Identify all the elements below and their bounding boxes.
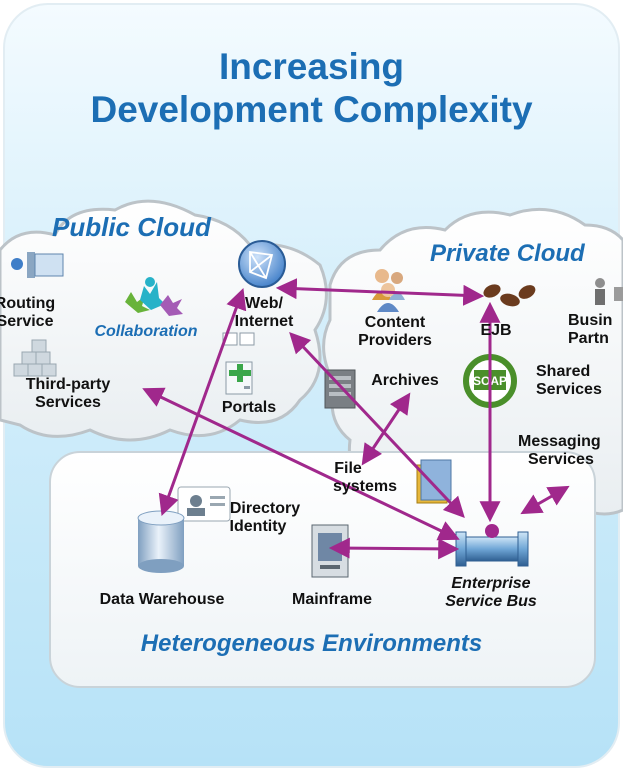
database-cylinder-icon bbox=[137, 510, 185, 573]
esb-line2: Service Bus bbox=[445, 593, 537, 610]
content-providers-line2: Providers bbox=[358, 332, 432, 349]
connector-thirdparty-esb bbox=[142, 387, 460, 541]
mainframe-label: Mainframe bbox=[291, 591, 373, 608]
esb-line1: Enterprise bbox=[451, 575, 531, 592]
messaging-services-line2: Services bbox=[528, 451, 594, 468]
shared-services-label: Shared Services bbox=[536, 363, 623, 399]
connector-web-ejb bbox=[275, 278, 485, 306]
third-party-services-label: Third-party Services bbox=[16, 376, 120, 412]
connector-esb-messaging bbox=[520, 485, 570, 515]
business-partners-line2: Partn bbox=[568, 330, 609, 347]
business-person-icon bbox=[595, 278, 623, 305]
connector-mainframe-esb bbox=[328, 537, 460, 560]
title-line-2: Development Complexity bbox=[90, 89, 533, 130]
business-partners-label: Busin Partn bbox=[568, 312, 623, 348]
title-line-1: Increasing bbox=[218, 46, 405, 87]
web-internet-line1: Web/ bbox=[245, 295, 283, 312]
business-partners-line1: Busin bbox=[568, 312, 613, 329]
content-providers-label: Content Providers bbox=[350, 314, 440, 350]
routing-service-line2: Service bbox=[0, 313, 54, 330]
web-internet-label: Web/ Internet bbox=[226, 295, 302, 331]
directory-identity-line1: Directory bbox=[229, 500, 301, 517]
coffee-beans-icon bbox=[483, 284, 536, 307]
esb-label: Enterprise Service Bus bbox=[424, 575, 558, 611]
connectors bbox=[142, 278, 570, 560]
messaging-services-line1: Messaging bbox=[518, 433, 601, 450]
messaging-services-label: Messaging Services bbox=[518, 433, 623, 469]
routing-service-label: Routing Service bbox=[0, 295, 58, 331]
public-cloud-label: Public Cloud bbox=[52, 212, 211, 242]
private-cloud-label: Private Cloud bbox=[430, 240, 585, 267]
web-internet-line2: Internet bbox=[234, 313, 294, 330]
routing-service-line1: Routing bbox=[0, 295, 56, 312]
collaboration-label: Collaboration bbox=[94, 323, 198, 340]
router-icon bbox=[11, 252, 64, 278]
data-warehouse-label: Data Warehouse bbox=[99, 591, 225, 608]
file-systems-label: File systems bbox=[318, 460, 408, 496]
connector-archives-filesystems bbox=[361, 392, 411, 466]
heterogeneous-environments-label: Heterogeneous Environments bbox=[140, 630, 483, 657]
content-providers-line1: Content bbox=[364, 314, 426, 331]
file-systems-line2: systems bbox=[332, 478, 398, 495]
file-systems-line1: File bbox=[334, 460, 362, 477]
shared-services-line1: Shared bbox=[536, 363, 591, 380]
portals-label: Portals bbox=[221, 399, 277, 416]
directory-identity-line2: Identity bbox=[229, 518, 287, 535]
mainframe-icon bbox=[311, 524, 349, 578]
archives-label: Archives bbox=[371, 372, 439, 389]
ejb-label: EJB bbox=[480, 322, 512, 339]
third-party-line2: Services bbox=[35, 394, 101, 411]
shared-services-line2: Services bbox=[536, 381, 602, 398]
building-blocks-icon bbox=[13, 339, 57, 377]
directory-identity-label: Directory Identity bbox=[210, 500, 306, 536]
service-bus-pipe-icon bbox=[455, 524, 529, 567]
globe-icon bbox=[238, 240, 286, 288]
third-party-line1: Third-party bbox=[25, 376, 111, 393]
